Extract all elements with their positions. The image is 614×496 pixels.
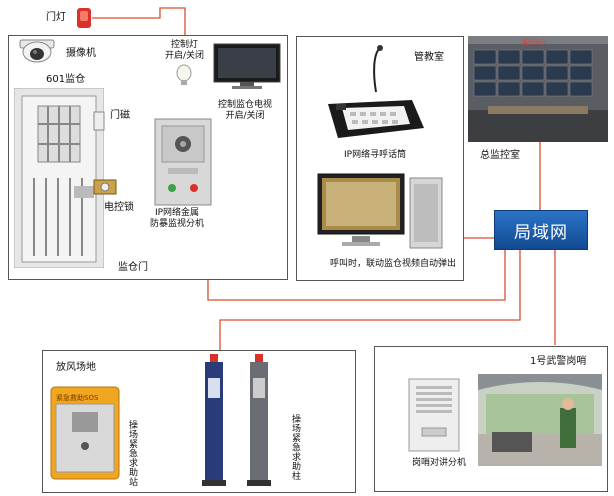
sos-station-device	[50, 386, 120, 480]
lan-box: 局域网	[494, 210, 588, 250]
camera-icon	[19, 39, 55, 63]
camera-label: 摄像机	[66, 48, 96, 59]
computer-icon	[317, 173, 443, 249]
light-bulb-icon	[176, 64, 192, 85]
pillar-label: 操场紧急求助柱	[290, 414, 300, 481]
control-light-label: 控制灯 开启/关闭	[165, 40, 205, 61]
sos-pillar-left	[202, 354, 226, 486]
line-lan-yard	[219, 248, 521, 350]
control-tv-label: 控制监仓电视 开启/关闭	[218, 100, 273, 121]
guard-title: 1号武警岗哨	[530, 356, 587, 367]
door-light-label: 门灯	[46, 12, 66, 23]
cell-name: 601监仓	[46, 74, 86, 85]
station-label: 操场紧急求助站	[127, 420, 137, 487]
electric-lock-icon	[93, 179, 117, 195]
cell-door-label: 监仓门	[118, 262, 148, 273]
door-light-icon	[77, 8, 91, 28]
intercom-device	[408, 378, 460, 452]
sos-banner: 紧急救助SOS	[56, 394, 99, 402]
management-note: 呼叫时，联动监仓视频自动弹出	[330, 259, 457, 269]
yard-title: 放风场地	[56, 362, 96, 373]
tv-icon	[213, 43, 281, 89]
electric-lock-label: 电控锁	[104, 202, 134, 213]
paging-microphone-icon	[328, 45, 424, 138]
door-sensor-label: 门磁	[110, 110, 130, 121]
door-sensor-icon	[93, 111, 105, 131]
terminal-device	[154, 118, 212, 206]
monitor-room-title: 总监控室	[480, 150, 520, 161]
monitor-room-banner: 监控中心	[522, 39, 547, 46]
cell-door	[14, 88, 104, 268]
terminal-label: IP网络金属 防暴监视分机	[150, 208, 205, 229]
intercom-label: 岗哨对讲分机	[412, 458, 467, 468]
guard-booth-photo	[478, 374, 602, 466]
paging-microphone-label: IP网络寻呼话筒	[344, 150, 407, 160]
monitor-room-photo	[468, 36, 608, 142]
management-title: 管教室	[414, 52, 444, 63]
sos-pillar-right	[247, 354, 271, 486]
